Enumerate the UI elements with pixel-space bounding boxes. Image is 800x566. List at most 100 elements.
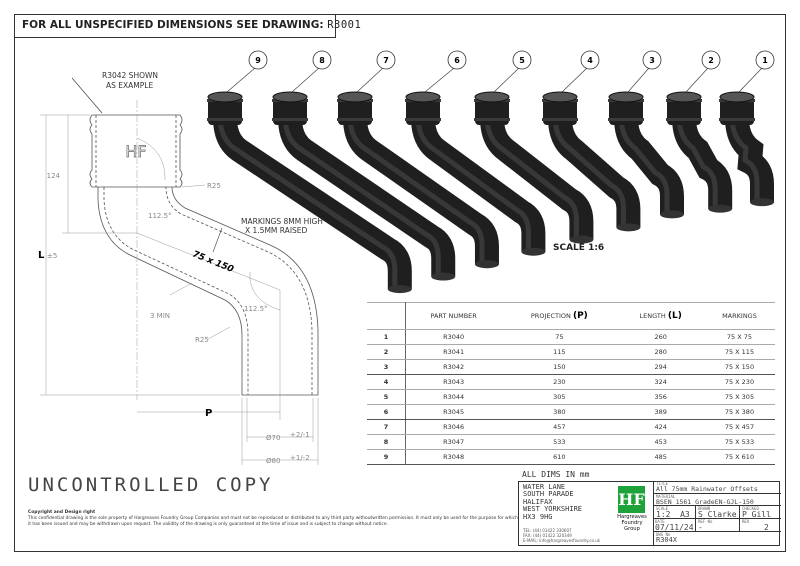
logo-line: Group: [624, 526, 640, 532]
pipe-7: 7: [337, 50, 499, 269]
company-address: WATER LANE SOUTH PARADE HALIFAX WEST YOR…: [523, 483, 582, 521]
label: CHECKED: [742, 506, 759, 511]
col-index: [367, 302, 406, 330]
socket-bead: [272, 118, 308, 121]
label: TITLE: [656, 481, 669, 486]
pipe-end: [431, 272, 456, 281]
balloon-leader: [561, 67, 588, 93]
socket-bead: [337, 118, 373, 121]
pipe-end: [660, 210, 684, 219]
pipe-highlight: [729, 115, 760, 201]
label: MATERIAL: [656, 494, 676, 499]
value: 07/11/24: [655, 523, 694, 532]
balloon: [701, 50, 721, 70]
length: 260: [617, 329, 704, 345]
logo-line: Hargreaves: [617, 514, 647, 520]
dia-outer-tol: +1/-2: [290, 454, 310, 462]
table-header-row: PART NUMBER PROJECTION (P) LENGTH (L) MA…: [367, 302, 775, 330]
col-projection: PROJECTION (P): [501, 302, 618, 330]
balloon-leader: [493, 67, 520, 93]
drawing-border: [14, 14, 786, 552]
socket-mouth: [272, 91, 308, 103]
tel: TEL: (44) 01422 330607: [523, 528, 572, 533]
projection: 533: [501, 434, 618, 450]
part-number: R3043: [405, 374, 502, 390]
row-index: 4: [367, 374, 406, 390]
markings: 75 X 610: [703, 449, 775, 465]
company-contact: TEL: (44) 01422 330607 FAX: (44) 01422 3…: [523, 528, 600, 543]
socket: [89, 114, 183, 188]
balloon: [312, 50, 332, 70]
projection-label: PROJECTION: [530, 312, 571, 320]
balloon-number: 3: [649, 56, 655, 65]
row-index: 1: [367, 329, 406, 345]
socket-mouth: [337, 91, 373, 103]
projection: 230: [501, 374, 618, 390]
length: 324: [617, 374, 704, 390]
value: BSEN 1561 GradeEN-GJL-150: [656, 498, 754, 506]
logo-line: Foundry: [621, 520, 643, 526]
email: E-MAIL: info@hargreavesfoundry.co.uk: [523, 538, 601, 543]
projection: 457: [501, 419, 618, 435]
value: 2: [764, 523, 769, 532]
value: -: [698, 523, 703, 532]
pipe-end: [750, 198, 774, 207]
value: R304X: [656, 536, 678, 544]
projection: 150: [501, 359, 618, 375]
pipe-9: 9: [207, 50, 412, 294]
scale-label: SCALE 1:6: [553, 243, 605, 253]
socket-mouth: [666, 91, 702, 103]
part-number: R3048: [405, 449, 502, 465]
socket-bead: [542, 118, 578, 121]
col-markings: MARKINGS: [703, 302, 775, 330]
label: REV: [742, 519, 750, 524]
pipe-2: 2: [666, 50, 733, 213]
socket-bead: [207, 118, 243, 121]
length: 424: [617, 419, 704, 435]
row-index: 5: [367, 389, 406, 405]
logo-text: Hargreaves Foundry Group: [611, 514, 653, 532]
header-label: FOR ALL UNSPECIFIED DIMENSIONS SEE DRAWI…: [22, 19, 324, 31]
balloon: [248, 50, 268, 70]
socket-bead: [474, 118, 510, 121]
title-block: [518, 481, 780, 546]
copyright-title: Copyright and Design right: [28, 510, 96, 515]
radius-bottom: R25: [195, 336, 209, 344]
part-number: R3040: [405, 329, 502, 345]
pipe-5: 5: [474, 50, 594, 244]
part-number: R3045: [405, 404, 502, 420]
length: 485: [617, 449, 704, 465]
markings: 75 X 305: [703, 389, 775, 405]
dim-124: 124: [47, 172, 61, 180]
row-index: 8: [367, 434, 406, 450]
part-number: R3047: [405, 434, 502, 450]
col-length: LENGTH (L): [617, 302, 704, 330]
balloon-number: 1: [762, 56, 768, 65]
label: DWG No: [656, 532, 671, 537]
unspecified-dims-header: FOR ALL UNSPECIFIED DIMENSIONS SEE DRAWI…: [14, 14, 361, 38]
projection: 610: [501, 449, 618, 465]
address-line: HALIFAX: [523, 497, 553, 506]
balloon: [376, 50, 396, 70]
balloon-leader: [226, 67, 256, 93]
balloon-number: 5: [519, 56, 525, 65]
balloon-leader: [424, 67, 455, 93]
projection-symbol: (P): [572, 311, 588, 321]
projection: 305: [501, 389, 618, 405]
example-note-line1: R3042 SHOWN: [102, 71, 158, 80]
pipe-highlight: [282, 115, 441, 275]
dim-L-tol: ±5: [47, 252, 57, 260]
marking-note-line2: X 1.5MM RAISED: [245, 226, 308, 235]
pipe-6: 6: [405, 50, 546, 256]
pipe-3: 3: [608, 50, 684, 219]
